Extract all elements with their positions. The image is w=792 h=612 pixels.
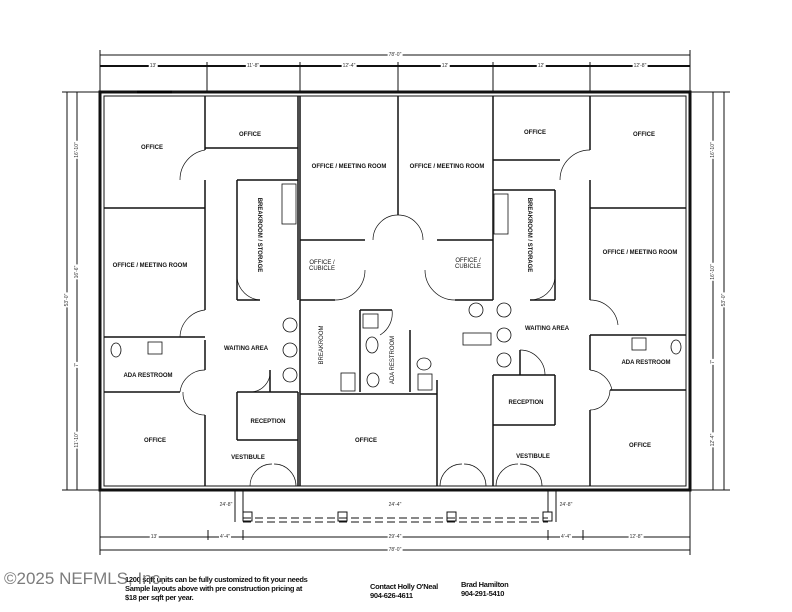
fixtures xyxy=(110,183,682,392)
dim-bottom-5: 12'-8" xyxy=(628,534,644,540)
dim-left-4: 11'-10" xyxy=(74,431,80,449)
room-waiting-left: WAITING AREA xyxy=(223,346,269,352)
contact-1-name: Contact Holly O'Neal xyxy=(370,582,438,591)
room-office-bottom-center: OFFICE xyxy=(355,438,377,444)
dim-canopy-left: 24'-8" xyxy=(218,502,234,508)
room-vestibule-left: VESTIBULE xyxy=(231,455,265,461)
dim-bottom-1: 13' xyxy=(149,534,159,540)
room-breakroom-center: BREAKROOM xyxy=(319,325,325,365)
room-reception-left: RECEPTION xyxy=(250,419,286,425)
room-vestibule-right: VESTIBULE xyxy=(516,454,550,460)
room-breakroom-storage-left: BREAKROOM / STORAGE xyxy=(256,197,262,273)
room-cubicle-center-1: OFFICE / CUBICLE xyxy=(308,260,335,272)
dim-left-3: 7' xyxy=(74,362,80,368)
dim-bottom-4: 4'-4" xyxy=(560,534,572,540)
canopy xyxy=(234,490,557,523)
dim-top-2: 11'-8" xyxy=(245,63,261,69)
room-breakroom-storage-right: BREAKROOM / STORAGE xyxy=(526,197,532,273)
dim-top-4: 12' xyxy=(440,63,450,69)
description-line-3: $18 per sqft per year. xyxy=(125,593,194,602)
dim-right-4: 12'-4" xyxy=(710,432,716,448)
dim-bottom-3: 29'-4" xyxy=(387,534,403,540)
room-waiting-right: WAITING AREA xyxy=(524,326,570,332)
room-reception-right: RECEPTION xyxy=(508,400,544,406)
dim-top-3: 12'-4" xyxy=(341,63,357,69)
room-office-top-right-1: OFFICE xyxy=(524,130,546,136)
dim-left-overall: 53'-0" xyxy=(64,292,70,308)
room-ada-restroom-right: ADA RESTROOM xyxy=(621,360,671,366)
room-meeting-right: OFFICE / MEETING ROOM xyxy=(602,250,678,256)
dimension-lines-side xyxy=(62,91,730,491)
room-office-top-left-2: OFFICE xyxy=(239,132,261,138)
dim-bottom-2: 4'-4" xyxy=(219,534,231,540)
contact-1-phone: 904-626-4611 xyxy=(370,591,413,600)
contact-2: Brad Hamilton 904-291-5410 xyxy=(461,580,509,598)
room-ada-restroom-center: ADA RESTROOM xyxy=(390,335,396,385)
room-office-top-left: OFFICE xyxy=(141,145,163,151)
dim-top-6: 12'-8" xyxy=(632,63,648,69)
contact-1: Contact Holly O'Neal 904-626-4611 xyxy=(370,582,438,600)
dim-left-2: 16'-6" xyxy=(74,264,80,280)
contact-2-name: Brad Hamilton xyxy=(461,580,509,589)
dim-left-1: 16'-10" xyxy=(74,141,80,159)
door-swings xyxy=(179,149,619,487)
dim-top-5: 12' xyxy=(536,63,546,69)
dim-right-2: 16'-10" xyxy=(710,263,716,281)
watermark: ©2025 NEFMLS, Inc. xyxy=(4,569,165,588)
windows xyxy=(98,90,692,492)
dim-canopy-center: 24'-4" xyxy=(387,502,403,508)
dim-right-1: 16'-10" xyxy=(710,141,716,159)
dim-canopy-right: 24'-8" xyxy=(558,502,574,508)
dim-right-overall: 53'-0" xyxy=(721,292,727,308)
dim-top-1: 13' xyxy=(148,63,158,69)
room-office-bottom-left: OFFICE xyxy=(144,438,166,444)
room-office-top-right-2: OFFICE xyxy=(633,132,655,138)
contact-2-phone: 904-291-5410 xyxy=(461,589,505,598)
room-ada-restroom-left: ADA RESTROOM xyxy=(123,373,173,379)
room-meeting-center-1: OFFICE / MEETING ROOM xyxy=(311,164,387,170)
description-line-2: Sample layouts above with pre constructi… xyxy=(125,584,303,593)
dim-overall-bottom: 78'-0" xyxy=(387,547,403,553)
interior-walls xyxy=(104,96,686,486)
description-line-1: 1200 sqft units can be fully customized … xyxy=(125,575,308,584)
description-note: 1200 sqft units can be fully customized … xyxy=(125,575,355,602)
room-meeting-center-2: OFFICE / MEETING ROOM xyxy=(409,164,485,170)
dim-right-3: 7' xyxy=(710,359,716,365)
exterior-wall xyxy=(98,90,692,492)
room-meeting-left: OFFICE / MEETING ROOM xyxy=(112,263,188,269)
room-office-bottom-right: OFFICE xyxy=(629,443,651,449)
dim-overall-top: 78'-0" xyxy=(387,52,403,58)
room-cubicle-center-2: OFFICE / CUBICLE xyxy=(454,258,481,270)
